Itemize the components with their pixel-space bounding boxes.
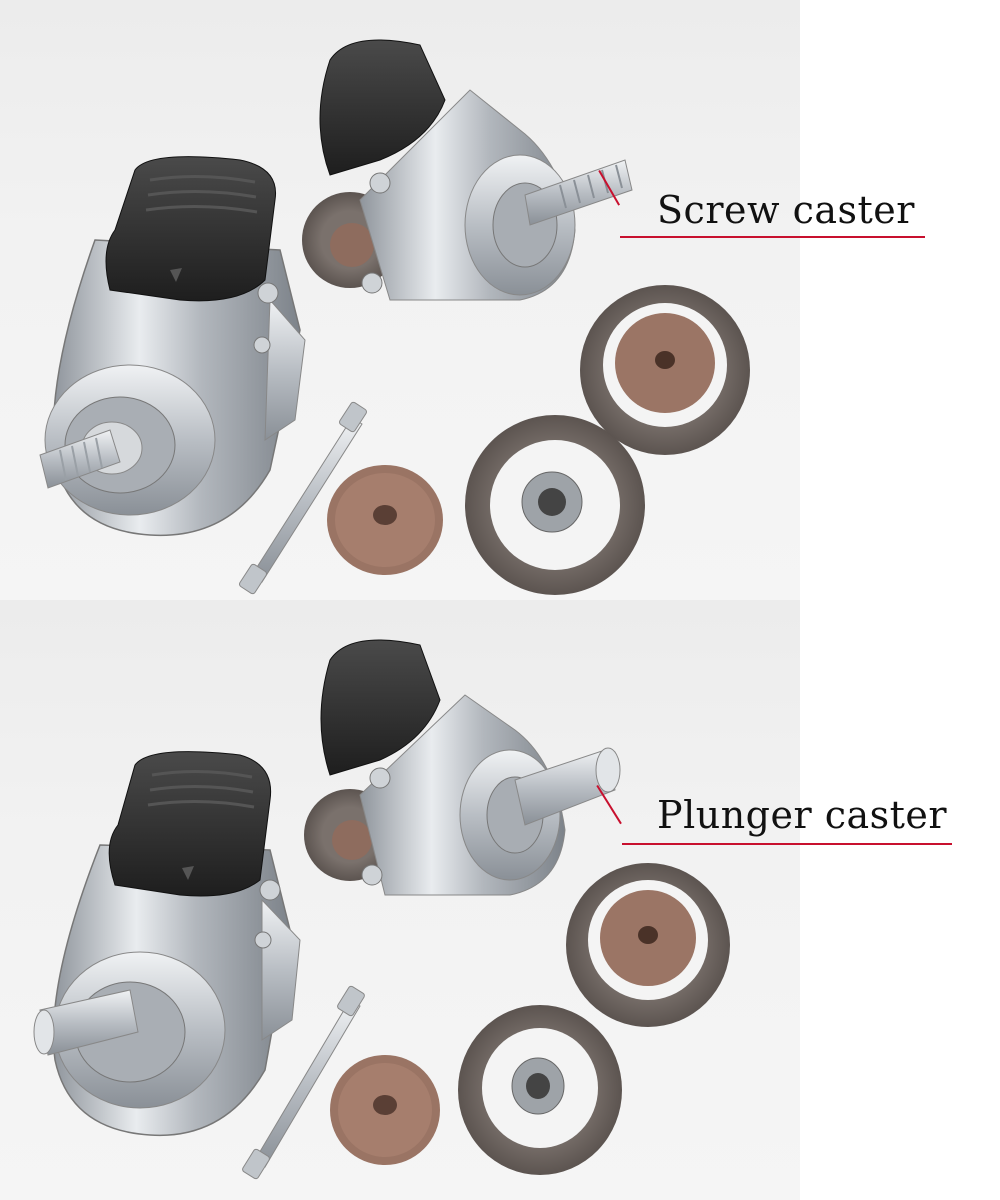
plunger-caster-label: Plunger caster xyxy=(657,793,948,837)
axle-bolt xyxy=(242,985,365,1180)
screw-caster-panel: Screw caster xyxy=(0,0,925,600)
axle-bolt xyxy=(239,401,367,595)
small-caster xyxy=(304,639,621,896)
large-caster xyxy=(39,156,306,537)
screw-caster-photo xyxy=(39,39,750,595)
hub-cap xyxy=(327,465,443,575)
hub-cap xyxy=(330,1055,440,1165)
plunger-caster-photo xyxy=(33,639,730,1180)
plunger-caster-panel: Plunger caster xyxy=(0,600,1000,1200)
wheel-hub xyxy=(566,863,730,1027)
screw-callout-underline xyxy=(620,236,925,238)
plunger-callout-underline xyxy=(622,843,952,845)
wheel-bearing xyxy=(458,1005,622,1175)
small-caster xyxy=(302,39,633,301)
wheel-hub xyxy=(580,285,750,455)
screw-caster-label: Screw caster xyxy=(657,188,915,232)
wheel-bearing xyxy=(465,415,645,595)
large-caster xyxy=(33,751,301,1137)
